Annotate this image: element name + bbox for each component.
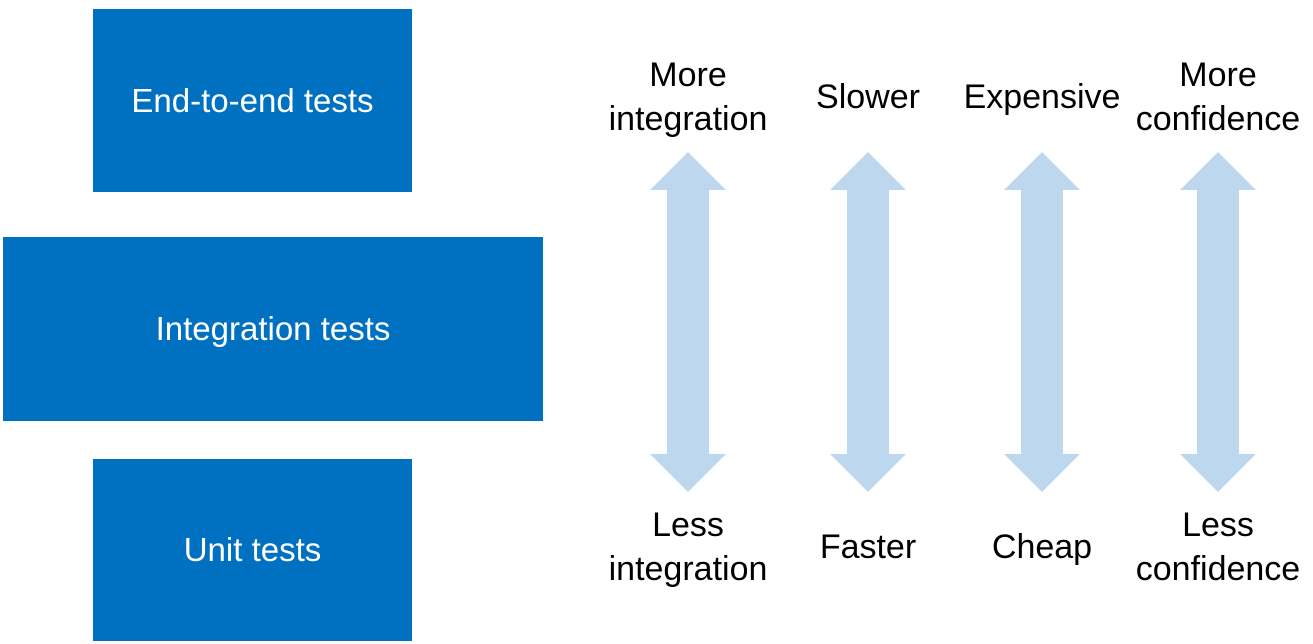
up-arrowhead-icon (830, 152, 906, 190)
top-label-cost: Expensive (963, 78, 1121, 116)
down-arrowhead-icon (1180, 454, 1256, 492)
top-label-integration: More integration (608, 56, 768, 138)
top-label-speed: Slower (816, 78, 920, 116)
arrow-shaft (667, 190, 709, 454)
arrow-shaft (847, 190, 889, 454)
unit-tests-box: Unit tests (93, 459, 412, 641)
top-label-confidence: More confidence (1135, 56, 1301, 138)
arrow-shaft (1021, 190, 1063, 454)
up-arrowhead-icon (1004, 152, 1080, 190)
end-to-end-tests-label: End-to-end tests (131, 81, 374, 119)
double-arrow-cost (1004, 152, 1080, 492)
bottom-label-cost: Cheap (991, 528, 1093, 566)
bottom-label-speed: Faster (819, 528, 917, 566)
bottom-label-integration: Less integration (608, 506, 768, 588)
unit-tests-label: Unit tests (183, 531, 322, 569)
double-arrow-speed (830, 152, 906, 492)
end-to-end-tests-box: End-to-end tests (93, 9, 412, 192)
arrow-shaft (1197, 190, 1239, 454)
bottom-label-confidence: Less confidence (1135, 506, 1301, 588)
double-arrow-confidence (1180, 152, 1256, 492)
integration-tests-label: Integration tests (155, 310, 391, 348)
up-arrowhead-icon (650, 152, 726, 190)
down-arrowhead-icon (1004, 454, 1080, 492)
down-arrowhead-icon (830, 454, 906, 492)
down-arrowhead-icon (650, 454, 726, 492)
integration-tests-box: Integration tests (3, 237, 543, 421)
double-arrow-integration (650, 152, 726, 492)
up-arrowhead-icon (1180, 152, 1256, 190)
